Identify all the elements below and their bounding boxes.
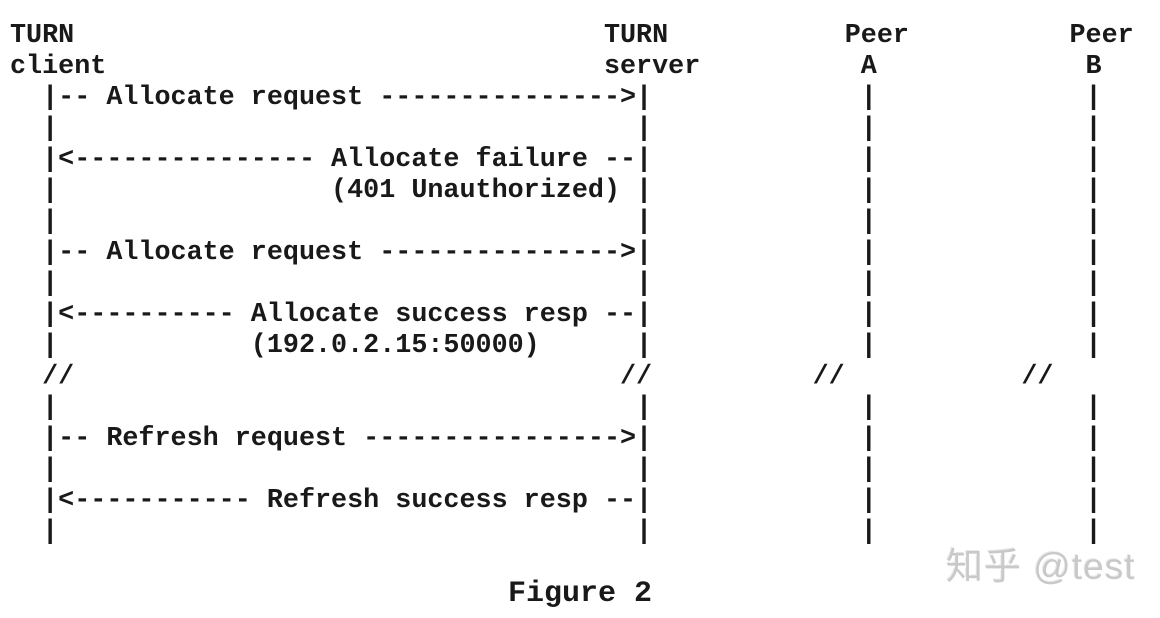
watermark-text: 知乎 @test xyxy=(946,546,1136,587)
ascii-sequence-diagram: TURN TURN Peer Peer client server A B |-… xyxy=(10,21,1134,547)
figure-caption: Figure 2 xyxy=(507,577,653,611)
